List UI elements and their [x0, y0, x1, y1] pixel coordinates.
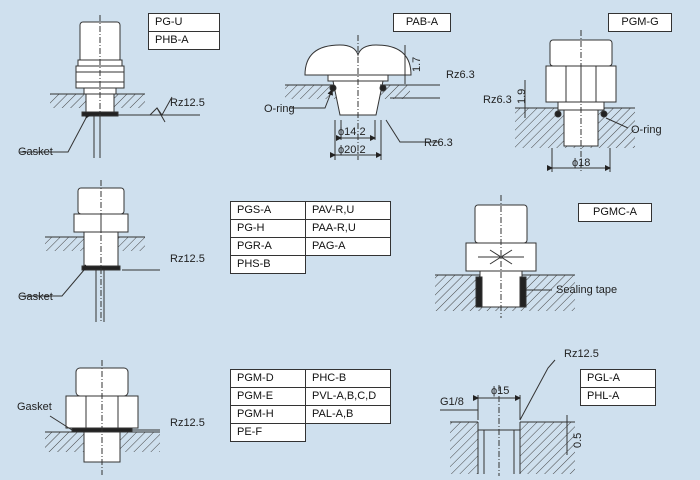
fitting-pgs-a — [20, 180, 160, 322]
code-phb-a: PHB-A — [148, 31, 220, 50]
code-cell: PHC-B — [305, 369, 391, 388]
code-cell: PAG-A — [305, 237, 391, 256]
code-cell: PAV-R,U — [305, 201, 391, 220]
fitting-pgl-a — [440, 359, 575, 476]
roughness-label: Rz12.5 — [170, 417, 205, 429]
code-cell: PGM-H — [230, 405, 306, 424]
code-cell: PE-F — [230, 423, 306, 442]
code-pg-u: PG-U — [148, 13, 220, 32]
fitting-pgm-d — [45, 360, 160, 475]
code-cell: PGS-A — [230, 201, 306, 220]
code-cell: PGM-E — [230, 387, 306, 406]
code-cell: PAL-A,B — [305, 405, 391, 424]
roughness-label: Rz12.5 — [564, 348, 599, 360]
roughness-label: Rz6.3 — [424, 137, 453, 149]
fitting-pg-u — [20, 15, 200, 158]
empty-cell — [305, 423, 391, 442]
dimension-label: ϕ15 — [491, 385, 510, 397]
code-pgm-g: PGM-G — [608, 13, 672, 32]
code-pab-a: PAB-A — [393, 13, 451, 32]
gasket-label: Gasket — [17, 401, 52, 413]
roughness-label: Rz12.5 — [170, 253, 205, 265]
o-ring-label: O-ring — [631, 124, 662, 136]
table-pg-u: PG-U PHB-A — [148, 13, 220, 50]
dimension-label: ϕ14.2 — [338, 126, 366, 138]
fitting-pgmc-a — [435, 195, 575, 318]
sealing-tape-label: Sealing tape — [556, 284, 618, 296]
empty-cell — [305, 255, 391, 274]
code-cell: PVL-A,B,C,D — [305, 387, 391, 406]
code-pgmc-a: PGMC-A — [578, 203, 652, 222]
gasket-label: Gasket — [18, 291, 53, 303]
dimension-label: 1.9 — [516, 88, 528, 104]
o-ring-label: O-ring — [264, 103, 295, 115]
code-cell: PGR-A — [230, 237, 306, 256]
code-phl-a: PHL-A — [580, 387, 656, 406]
dimension-label: 0.5 — [572, 432, 584, 448]
fitting-pgm-g — [515, 30, 635, 172]
fitting-pab-a — [285, 35, 440, 160]
dimension-label: ϕ20.2 — [338, 144, 366, 156]
roughness-label: Rz12.5 — [170, 97, 205, 109]
thread-label: G1/8 — [440, 396, 464, 408]
roughness-label: Rz6.3 — [446, 69, 475, 81]
code-cell: PHS-B — [230, 255, 306, 274]
table-pgl-a: PGL-A PHL-A — [580, 369, 656, 406]
dimension-label: 1.7 — [411, 56, 423, 72]
roughness-label: Rz6.3 — [483, 94, 512, 106]
code-pgl-a: PGL-A — [580, 369, 656, 388]
gasket-label: Gasket — [18, 146, 53, 158]
dimension-label: ϕ18 — [572, 157, 591, 169]
code-cell: PG-H — [230, 219, 306, 238]
code-cell: PGM-D — [230, 369, 306, 388]
code-cell: PAA-R,U — [305, 219, 391, 238]
